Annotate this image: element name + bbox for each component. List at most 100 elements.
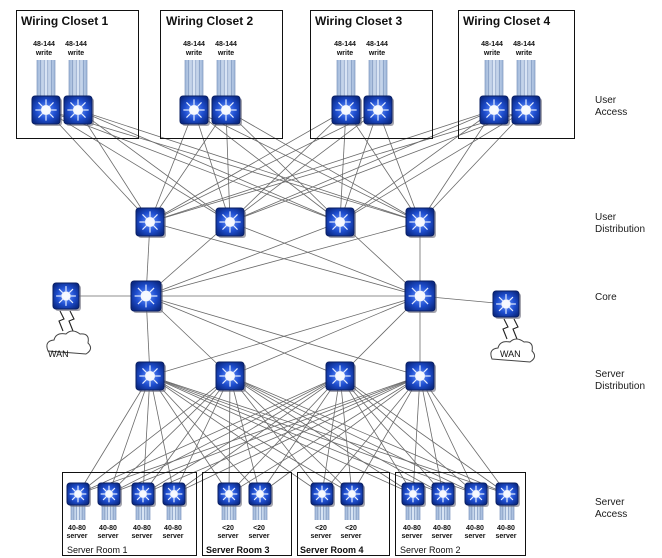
link-sdist-1-saccess-7 <box>229 375 353 495</box>
room-1-switch-4-type: server <box>162 533 184 540</box>
core-switch-1 <box>130 280 163 313</box>
room-1-switch-1-count: 40-80 <box>68 525 86 532</box>
access-switch-4 <box>211 95 242 126</box>
link-access-2-udist-1 <box>193 109 231 223</box>
link-sdist-2-saccess-4 <box>228 375 341 495</box>
link-sdist-3-saccess-2 <box>142 375 421 495</box>
server-room-3-title: Server Room 3 <box>206 545 270 555</box>
link-sdist-3-saccess-1 <box>108 375 421 495</box>
server-access-switch-8 <box>340 482 365 507</box>
room-3-switch-1-type: server <box>217 533 239 540</box>
wiring-closet-1-box <box>16 10 139 139</box>
closet-3-port-2-type: write <box>368 50 386 57</box>
link-sdist-1-saccess-0 <box>77 375 231 495</box>
server-access-switch-5 <box>217 482 242 507</box>
link-access-0-udist-2 <box>45 109 341 223</box>
link-sdist-2-saccess-5 <box>259 375 341 495</box>
room-4-switch-1-count: <20 <box>315 525 327 532</box>
access-switch-2 <box>63 95 94 126</box>
room-2-switch-4-type: server <box>495 533 517 540</box>
room-4-switch-1-type: server <box>310 533 332 540</box>
user-distribution-switch-1 <box>135 207 166 238</box>
link-sdist-3-saccess-4 <box>228 375 421 495</box>
link-access-6-udist-0 <box>149 109 495 223</box>
wiring-closet-3-title: Wiring Closet 3 <box>315 14 403 28</box>
wan-label-right: WAN <box>500 349 521 359</box>
link-sdist-2-saccess-3 <box>173 375 341 495</box>
access-cable-bundle-6 <box>368 60 388 98</box>
wiring-closet-3-box <box>310 10 433 139</box>
access-cable-bundle-4 <box>216 60 236 98</box>
server-room-4-title: Server Room 4 <box>300 545 364 555</box>
link-access-0-udist-0 <box>45 109 151 223</box>
link-sdist-1-saccess-11 <box>229 375 508 495</box>
user-distribution-switch-4 <box>405 207 436 238</box>
link-sdist-3-saccess-8 <box>412 375 421 495</box>
room-1-switch-3-count: 40-80 <box>133 525 151 532</box>
server-room-3-box <box>202 472 292 556</box>
wiring-closet-1-title: Wiring Closet 1 <box>21 14 109 28</box>
wan-router-1 <box>52 282 81 311</box>
closet-3-port-1-type: write <box>336 50 354 57</box>
user-distribution-switch-2 <box>215 207 246 238</box>
server-access-switch-9 <box>401 482 426 507</box>
closet-2-port-2-count: 48-144 <box>215 41 237 48</box>
room-2-switch-1-type: server <box>401 533 423 540</box>
closet-4-port-1-type: write <box>483 50 501 57</box>
access-cable-bundle-1 <box>36 60 56 98</box>
closet-1-port-2-count: 48-144 <box>65 41 87 48</box>
link-sdist-3-saccess-5 <box>259 375 421 495</box>
closet-3-port-2-count: 48-144 <box>366 41 388 48</box>
server-room-1-box <box>62 472 197 556</box>
link-access-4-udist-1 <box>229 109 347 223</box>
access-switch-3 <box>179 95 210 126</box>
room-1-switch-4-count: 40-80 <box>164 525 182 532</box>
link-access-1-udist-3 <box>77 109 421 223</box>
link-core-0-sdist-2 <box>145 295 341 377</box>
link-access-7-udist-2 <box>339 109 527 223</box>
room-3-switch-2-count: <20 <box>253 525 265 532</box>
server-access-switch-7 <box>310 482 335 507</box>
closet-4-port-1-count: 48-144 <box>481 41 503 48</box>
link-sdist-1-saccess-2 <box>142 375 231 495</box>
core-switch-2 <box>404 280 437 313</box>
link-access-5-udist-0 <box>149 109 379 223</box>
access-cable-bundle-8 <box>516 60 536 98</box>
link-access-7-udist-3 <box>419 109 527 223</box>
closet-2-port-2-type: write <box>217 50 235 57</box>
wiring-closet-4-box <box>458 10 575 139</box>
closet-4-port-2-type: write <box>515 50 533 57</box>
link-access-5-udist-1 <box>229 109 379 223</box>
wiring-closet-4-title: Wiring Closet 4 <box>463 14 551 28</box>
access-switch-6 <box>363 95 394 126</box>
link-sdist-0-saccess-6 <box>149 375 323 495</box>
link-access-7-udist-0 <box>149 109 527 223</box>
link-access-6-udist-2 <box>339 109 495 223</box>
room-2-switch-3-type: server <box>464 533 486 540</box>
closet-1-port-1-count: 48-144 <box>33 41 55 48</box>
server-distribution-switch-2 <box>215 361 246 392</box>
link-sdist-3-saccess-6 <box>321 375 421 495</box>
link-access-5-udist-3 <box>377 109 421 223</box>
link-sdist-1-saccess-5 <box>229 375 261 495</box>
link-udist-2-core-0 <box>145 221 341 297</box>
closet-3-port-1-count: 48-144 <box>334 41 356 48</box>
link-sdist-0-saccess-1 <box>108 375 151 495</box>
server-access-switch-11 <box>464 482 489 507</box>
link-access-1-udist-1 <box>77 109 231 223</box>
link-sdist-0-saccess-2 <box>142 375 151 495</box>
link-access-6-udist-3 <box>419 109 495 223</box>
room-3-switch-2-type: server <box>248 533 270 540</box>
server-distribution-switch-1 <box>135 361 166 392</box>
link-sdist-1-saccess-1 <box>108 375 231 495</box>
link-access-7-udist-1 <box>229 109 527 223</box>
server-access-switch-4 <box>162 482 187 507</box>
closet-4-port-2-count: 48-144 <box>513 41 535 48</box>
link-sdist-2-saccess-8 <box>339 375 414 495</box>
server-room-2-box <box>395 472 526 556</box>
link-access-4-udist-2 <box>339 109 347 223</box>
